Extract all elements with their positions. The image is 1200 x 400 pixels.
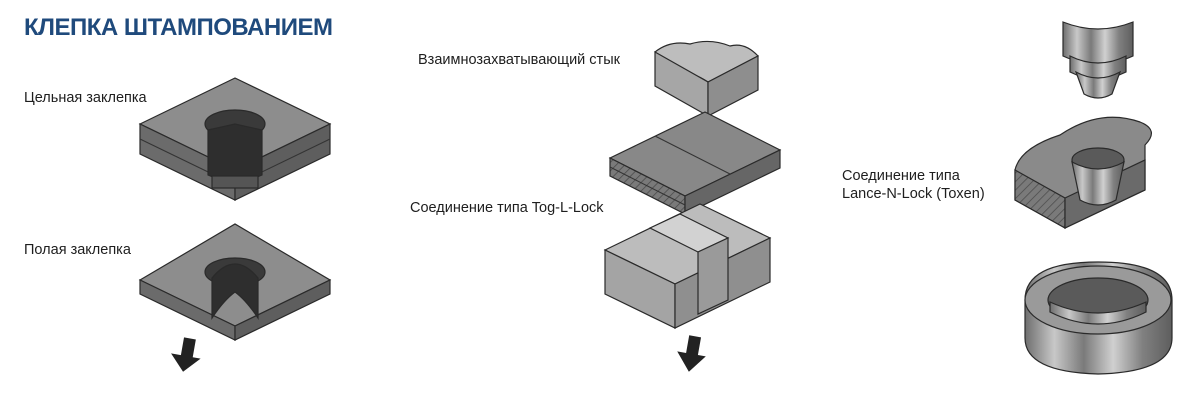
tog-l-lock-die: [603, 203, 772, 329]
label-lance-n-lock-line1: Соединение типа: [842, 168, 960, 184]
label-hollow-rivet: Полая заклепка: [24, 242, 131, 258]
down-arrow-icon: [677, 335, 706, 372]
hollow-rivet-diagram: [138, 223, 332, 341]
page-title: КЛЕПКА ШТАМПОВАНИЕМ: [24, 14, 333, 41]
lance-n-lock-punch: [1062, 21, 1134, 99]
lance-n-lock-sheets: [1014, 116, 1152, 230]
interlocking-sheets: [608, 111, 782, 215]
lance-n-lock-die: [1024, 261, 1173, 375]
label-tog-l-lock: Соединение типа Tog-L-Lock: [410, 200, 604, 216]
label-lance-n-lock-line2: Lance-N-Lock (Toxen): [842, 186, 985, 202]
label-interlocking-joint: Взаимнозахватывающий стык: [418, 52, 620, 68]
solid-rivet-diagram: [138, 77, 332, 201]
interlocking-upper-block: [654, 40, 759, 118]
down-arrow-icon: [171, 337, 201, 372]
label-solid-rivet: Цельная заклепка: [24, 90, 147, 106]
